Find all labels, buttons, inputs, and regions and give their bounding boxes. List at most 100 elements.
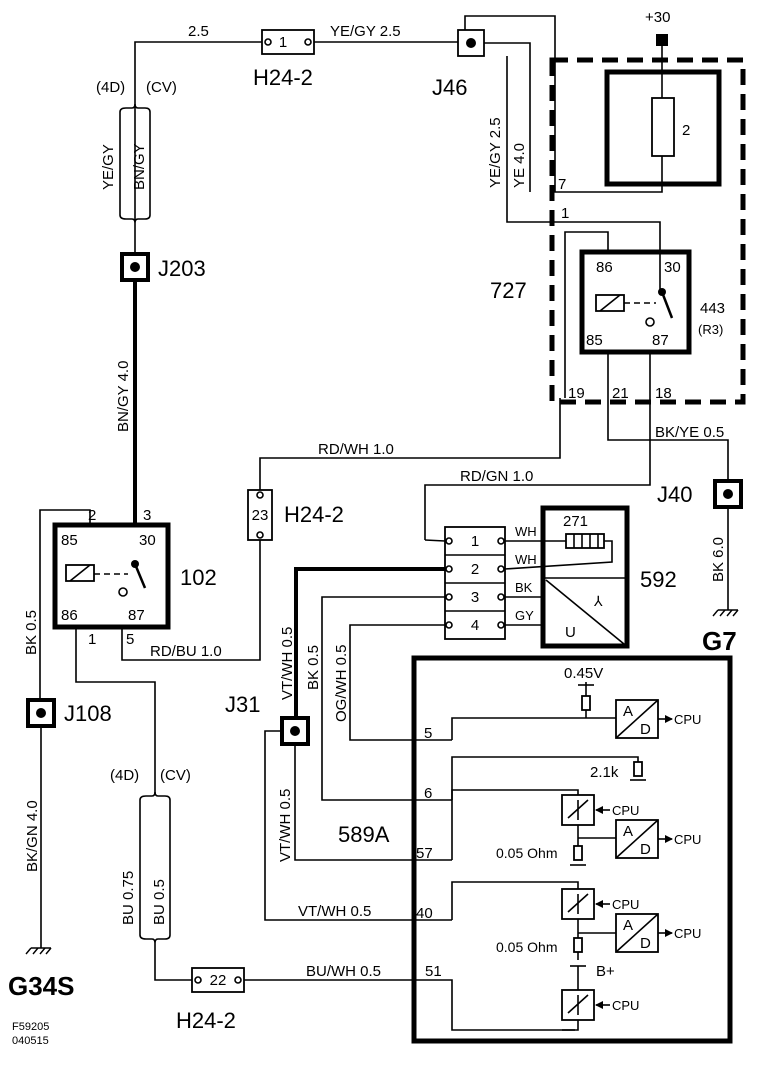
label-pin: 1: [279, 34, 287, 51]
label-wire-bngy: BN/GY: [131, 143, 148, 190]
label-pin: 86: [61, 607, 78, 624]
label-pin: 3: [471, 589, 479, 606]
label-ohm-2: 0.05 Ohm: [496, 939, 557, 955]
label-ohm-1: 0.05 Ohm: [496, 845, 557, 861]
label-connector-j40: J40: [657, 482, 692, 507]
label-pin: 19: [568, 385, 585, 402]
label-wire-2-5: 2.5: [188, 23, 209, 40]
label-pin: 3: [143, 507, 151, 524]
label-pin: 57: [416, 845, 433, 862]
label-pin: 5: [424, 725, 432, 742]
label-wire-ye-40: YE 4.0: [511, 143, 528, 188]
label-pin: 87: [652, 332, 669, 349]
lambda-symbol: ⅄: [593, 593, 603, 609]
unit-727: [549, 57, 746, 405]
label-pin: 1: [471, 533, 479, 550]
footer-code: F59205: [12, 1021, 49, 1033]
label-d: D: [640, 721, 651, 738]
label-pin: 51: [425, 963, 442, 980]
label-component-443: 443: [700, 300, 725, 317]
label-d: D: [640, 841, 651, 858]
label-plus30: +30: [645, 9, 670, 26]
label-wire-ogwh-05: OG/WH 0.5: [333, 644, 350, 722]
label-component-443-sub: (R3): [698, 322, 723, 337]
label-u: U: [565, 624, 576, 641]
label-pin: 21: [612, 385, 629, 402]
label-wire-bkgn-40: BK/GN 4.0: [24, 800, 41, 872]
label-pin: 86: [596, 259, 613, 276]
label-pin: 18: [655, 385, 672, 402]
label-cpu: CPU: [674, 832, 701, 847]
label-wire-rdgn-10: RD/GN 1.0: [460, 468, 533, 485]
label-pin: 5: [126, 631, 134, 648]
label-cpu: CPU: [612, 803, 639, 818]
label-pin: 2: [471, 561, 479, 578]
connector-4pin-contacts: [445, 537, 505, 629]
fuse-2-holder: [604, 69, 722, 187]
label-pin: 1: [88, 631, 96, 648]
label-wire-gy-s: GY: [515, 608, 534, 623]
label-pin: 2: [88, 507, 96, 524]
relay-102: [52, 522, 171, 630]
label-wire-rdbu-10: RD/BU 1.0: [150, 643, 222, 660]
label-pin: 87: [128, 607, 145, 624]
label-component-271: 271: [563, 513, 588, 530]
label-wire-yegy-vert: YE/GY 2.5: [487, 117, 504, 188]
label-pin: 7: [558, 176, 566, 193]
label-045v: 0.45V: [564, 665, 603, 682]
label-cpu: CPU: [674, 712, 701, 727]
label-wire-buwh-05: BU/WH 0.5: [306, 963, 381, 980]
label-pin: 85: [586, 332, 603, 349]
label-wire-vtwh-05-a: VT/WH 0.5: [279, 627, 296, 700]
label-a: A: [623, 823, 633, 840]
relay-443: [579, 249, 692, 355]
label-fuse-2: 2: [682, 122, 690, 139]
unit-589a: [411, 655, 733, 1044]
unit-592: [540, 505, 630, 649]
label-connector-j203: J203: [158, 256, 206, 281]
label-wire-bkye-05: BK/YE 0.5: [655, 424, 724, 441]
label-wire-bu-05: BU 0.5: [151, 879, 168, 925]
label-pin: 6: [424, 785, 432, 802]
label-wire-wh2: WH: [515, 552, 537, 567]
connector-j203: [120, 252, 150, 282]
label-connector-j31: J31: [225, 692, 260, 717]
mosfet-2: [561, 888, 595, 920]
mosfet-3: [561, 989, 595, 1021]
label-wire-vtwh-05-c: VT/WH 0.5: [298, 903, 371, 920]
label-21k: 2.1k: [590, 764, 619, 781]
label-variant-4d: (4D): [96, 79, 125, 96]
label-wire-bk-05-left: BK 0.5: [23, 610, 40, 655]
label-a: A: [623, 703, 633, 720]
footer-date: 040515: [12, 1035, 49, 1047]
label-component-589a: 589A: [338, 822, 390, 847]
label-cpu: CPU: [612, 897, 639, 912]
label-bplus: B+: [596, 963, 615, 980]
label-connector-h24-2-top: H24-2: [253, 65, 313, 90]
label-component-592: 592: [640, 567, 677, 592]
label-cpu: CPU: [612, 998, 639, 1013]
fuse-2: [651, 97, 675, 157]
label-component-727: 727: [490, 278, 527, 303]
label-wire-wh1: WH: [515, 524, 537, 539]
label-connector-h24-2-bottom: H24-2: [176, 1008, 236, 1033]
label-connector-j108: J108: [64, 701, 112, 726]
label-wire-yegy-top: YE/GY 2.5: [330, 23, 401, 40]
label-a: A: [623, 917, 633, 934]
label-wire-bk-05-b: BK 0.5: [305, 645, 322, 690]
terminal-plus30: [656, 34, 668, 46]
label-wire-rdwh-10: RD/WH 1.0: [318, 441, 394, 458]
label-pin: 23: [252, 507, 269, 524]
label-variant-cv-lower: (CV): [160, 767, 191, 784]
label-ground-g7: G7: [702, 626, 737, 656]
variant-branch-lower: [139, 791, 171, 944]
label-cpu: CPU: [674, 926, 701, 941]
top-harness: [134, 15, 661, 292]
label-component-102: 102: [180, 565, 217, 590]
mosfet-1: [561, 794, 595, 826]
label-wire-bu-075: BU 0.75: [120, 871, 137, 925]
label-wire-vtwh-05-b: VT/WH 0.5: [277, 789, 294, 862]
label-wire-bk-s: BK: [515, 580, 533, 595]
label-pin: 22: [210, 972, 227, 989]
label-pin: 30: [664, 259, 681, 276]
